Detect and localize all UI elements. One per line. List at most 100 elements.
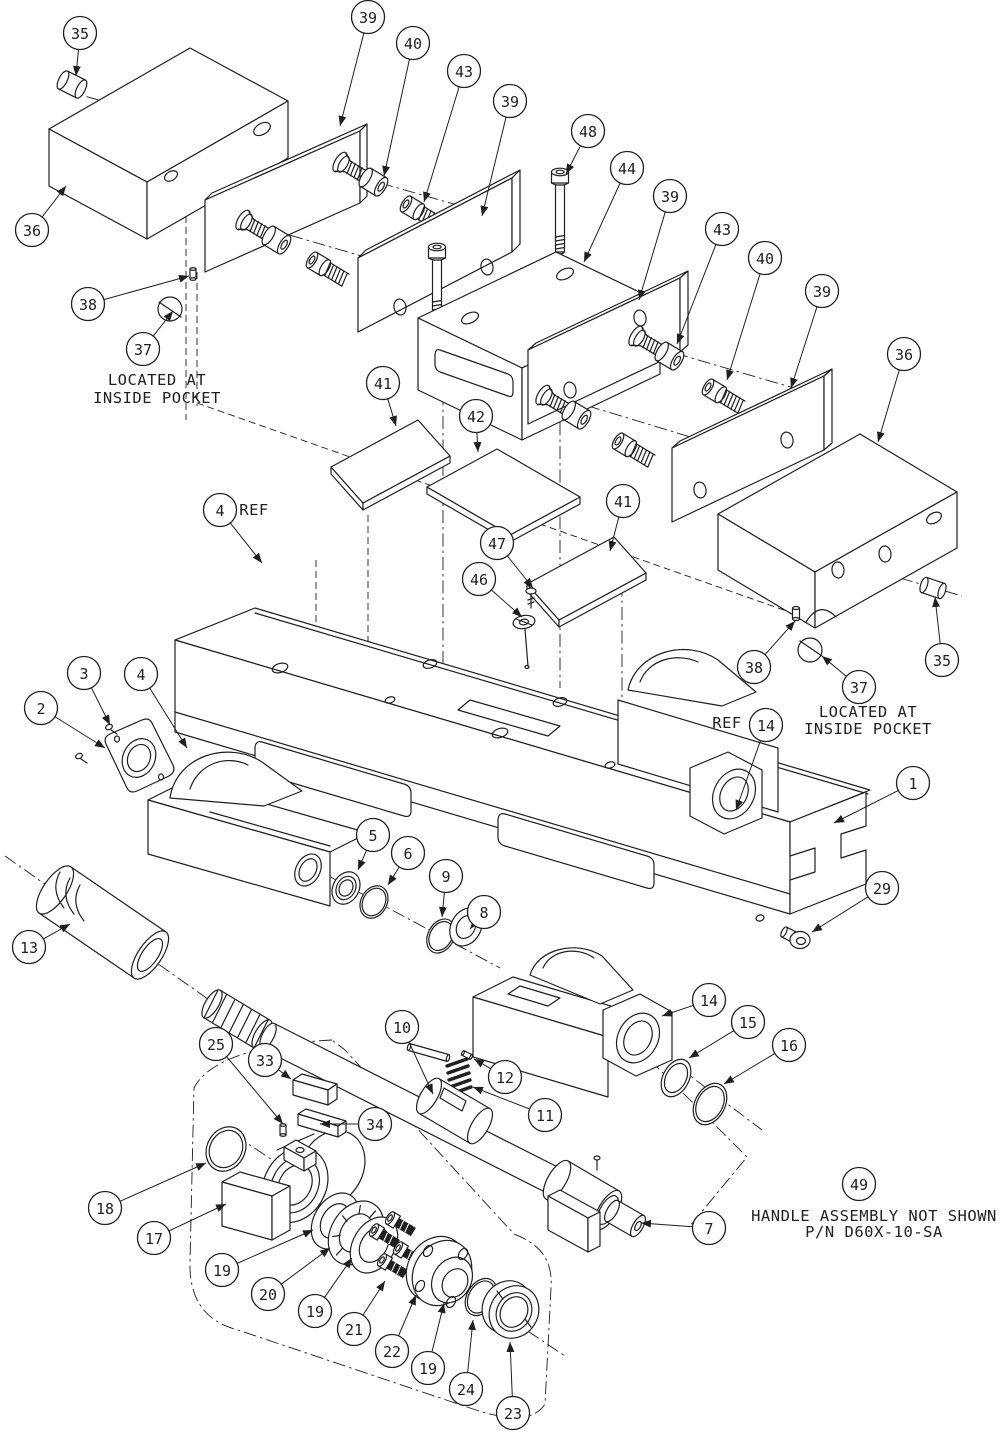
balloon-number: 36 <box>895 346 913 364</box>
balloon-number: 41 <box>614 493 632 511</box>
leader-line <box>387 866 400 886</box>
part-37-ball-left <box>157 296 183 322</box>
leader-line <box>833 790 899 824</box>
leader-line <box>90 687 111 726</box>
balloon-circle <box>384 1009 420 1045</box>
balloon-48-5: 48 <box>565 113 606 175</box>
balloon-number: 11 <box>536 1107 554 1125</box>
part-15-ring <box>660 1058 692 1098</box>
balloon-14-35: 14 <box>661 982 727 1018</box>
note-pocket-left-line-2: INSIDE POCKET <box>93 389 221 407</box>
leader-line <box>723 1053 776 1085</box>
balloon-number: 41 <box>374 375 392 393</box>
leader-line <box>278 1069 292 1080</box>
balloon-number: 25 <box>207 1036 225 1054</box>
leader-line <box>640 1219 693 1228</box>
balloon-number: 20 <box>259 1286 277 1304</box>
balloon-number: 3 <box>79 665 88 683</box>
balloon-23-54: 23 <box>495 1341 531 1431</box>
balloon-circle <box>924 642 960 678</box>
balloon-number: 1 <box>908 775 917 793</box>
leader-line <box>790 306 818 389</box>
balloon-38-13: 38 <box>70 274 190 322</box>
balloon-circle <box>70 286 106 322</box>
balloon-41-15: 41 <box>365 365 401 427</box>
balloon-number: 43 <box>713 221 731 239</box>
balloon-18-45: 18 <box>87 1162 207 1226</box>
balloon-number: 42 <box>467 408 485 426</box>
leader-line <box>338 32 365 127</box>
balloon-37-14: 37 <box>125 310 174 367</box>
part-14-jaw-bottom <box>472 947 673 1098</box>
leader-line <box>72 49 81 77</box>
balloon-20-48: 20 <box>250 1247 331 1312</box>
balloon-circle <box>461 561 497 597</box>
balloon-number: 39 <box>359 9 377 27</box>
balloon-number: 39 <box>813 283 831 301</box>
balloon-circle <box>66 655 102 691</box>
balloon-9-32: 9 <box>428 858 464 918</box>
balloon-number: 22 <box>383 1343 401 1361</box>
balloon-circle <box>202 492 238 528</box>
part-9-ring <box>426 918 456 954</box>
balloon-number: 8 <box>479 904 488 922</box>
leader-line <box>168 1203 227 1232</box>
leader-line <box>357 849 367 871</box>
balloon-10-38: 10 <box>384 1009 434 1095</box>
leader-line <box>152 310 174 337</box>
leader-line <box>811 896 869 933</box>
balloon-number: 16 <box>780 1037 798 1055</box>
balloon-circle <box>479 525 515 561</box>
balloon-6-31: 6 <box>387 835 426 886</box>
part-41-plate-right <box>526 536 647 628</box>
part-34-key <box>297 1108 347 1138</box>
balloon-circle <box>864 870 900 906</box>
part-25-pin <box>279 1123 287 1137</box>
leader-line <box>41 185 67 218</box>
balloon-number: 5 <box>368 827 377 845</box>
part-2-flange <box>104 718 175 793</box>
leader-line <box>398 1294 417 1337</box>
balloon-circle <box>448 1371 484 1407</box>
part-29-screw <box>780 926 811 950</box>
balloon-number: 24 <box>457 1381 475 1399</box>
leader-line <box>408 1041 434 1095</box>
balloon-circle <box>570 113 606 149</box>
part-12-pins <box>406 1043 474 1062</box>
leader-line <box>469 918 480 930</box>
balloon-11-40: 11 <box>472 1086 563 1133</box>
annotations: 3539404339484439434039363638374142447464… <box>11 0 996 1431</box>
balloon-number: 34 <box>366 1116 384 1134</box>
balloon-number: 46 <box>470 571 488 589</box>
balloon-circle <box>495 1395 531 1431</box>
balloon-circle <box>841 1166 877 1202</box>
balloon-46-19: 46 <box>461 561 523 618</box>
balloon-circle <box>350 0 386 35</box>
leader-line <box>236 1229 314 1264</box>
leader-line <box>764 620 796 656</box>
balloon-circle <box>527 1097 563 1133</box>
leader-line <box>229 522 263 564</box>
balloon-number: 10 <box>393 1019 411 1037</box>
part-35-pin-right <box>919 576 947 600</box>
leader-line <box>473 1058 491 1070</box>
part-36-plate-left <box>48 47 289 240</box>
balloon-circle <box>748 707 784 743</box>
balloon-circle <box>609 150 645 186</box>
balloon-number: 40 <box>756 250 774 268</box>
leader-line <box>821 655 847 677</box>
balloon-circle <box>136 1220 172 1256</box>
balloon-number: 4 <box>215 502 224 520</box>
balloon-39-10: 39 <box>790 273 840 389</box>
part-5-ring <box>331 871 361 905</box>
leader-line <box>676 244 717 345</box>
part-38-pin-right <box>791 605 801 622</box>
balloon-circle <box>125 331 161 367</box>
leader-line <box>473 432 482 453</box>
balloon-19-52: 19 <box>410 1302 446 1386</box>
balloon-circle <box>11 929 47 965</box>
balloon-circle <box>487 1059 523 1095</box>
balloon-circle <box>886 336 922 372</box>
part-37-ball-right <box>797 637 823 663</box>
